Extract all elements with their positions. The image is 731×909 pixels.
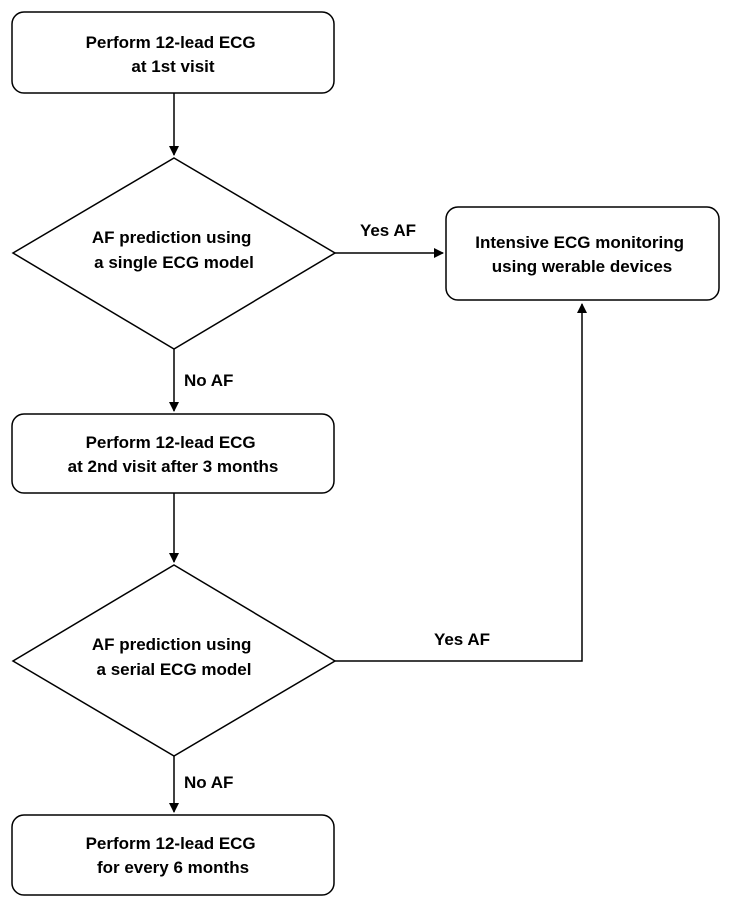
edge-serial-to-intensive: Yes AF: [335, 303, 587, 662]
node-single-prediction-text: AF prediction using a single ECG model: [92, 228, 256, 272]
node-intensive-monitoring-text: Intensive ECG monitoring using werable d…: [475, 233, 688, 276]
node-second-ecg-text: Perform 12-lead ECG at 2nd visit after 3…: [68, 433, 279, 476]
edge-label-no-af-2: No AF: [184, 773, 233, 792]
node-intensive-monitoring: Intensive ECG monitoring using werable d…: [445, 206, 720, 301]
edge-single-to-second: No AF: [169, 349, 233, 412]
node-single-prediction: AF prediction using a single ECG model: [11, 157, 337, 350]
edge-serial-to-periodic: No AF: [169, 756, 233, 813]
node-second-ecg: Perform 12-lead ECG at 2nd visit after 3…: [11, 413, 335, 494]
edge-single-to-intensive: Yes AF: [335, 221, 444, 258]
edge-label-yes-af-2: Yes AF: [434, 630, 490, 649]
node-first-ecg: Perform 12-lead ECG at 1st visit: [11, 11, 335, 94]
edge-label-yes-af-1: Yes AF: [360, 221, 416, 240]
node-serial-prediction-text: AF prediction using a serial ECG model: [92, 635, 256, 679]
node-serial-prediction: AF prediction using a serial ECG model: [11, 564, 337, 757]
node-periodic-ecg-text: Perform 12-lead ECG for every 6 months: [86, 834, 261, 877]
node-periodic-ecg: Perform 12-lead ECG for every 6 months: [11, 814, 335, 896]
node-first-ecg-text: Perform 12-lead ECG at 1st visit: [86, 33, 261, 76]
edge-label-no-af-1: No AF: [184, 371, 233, 390]
